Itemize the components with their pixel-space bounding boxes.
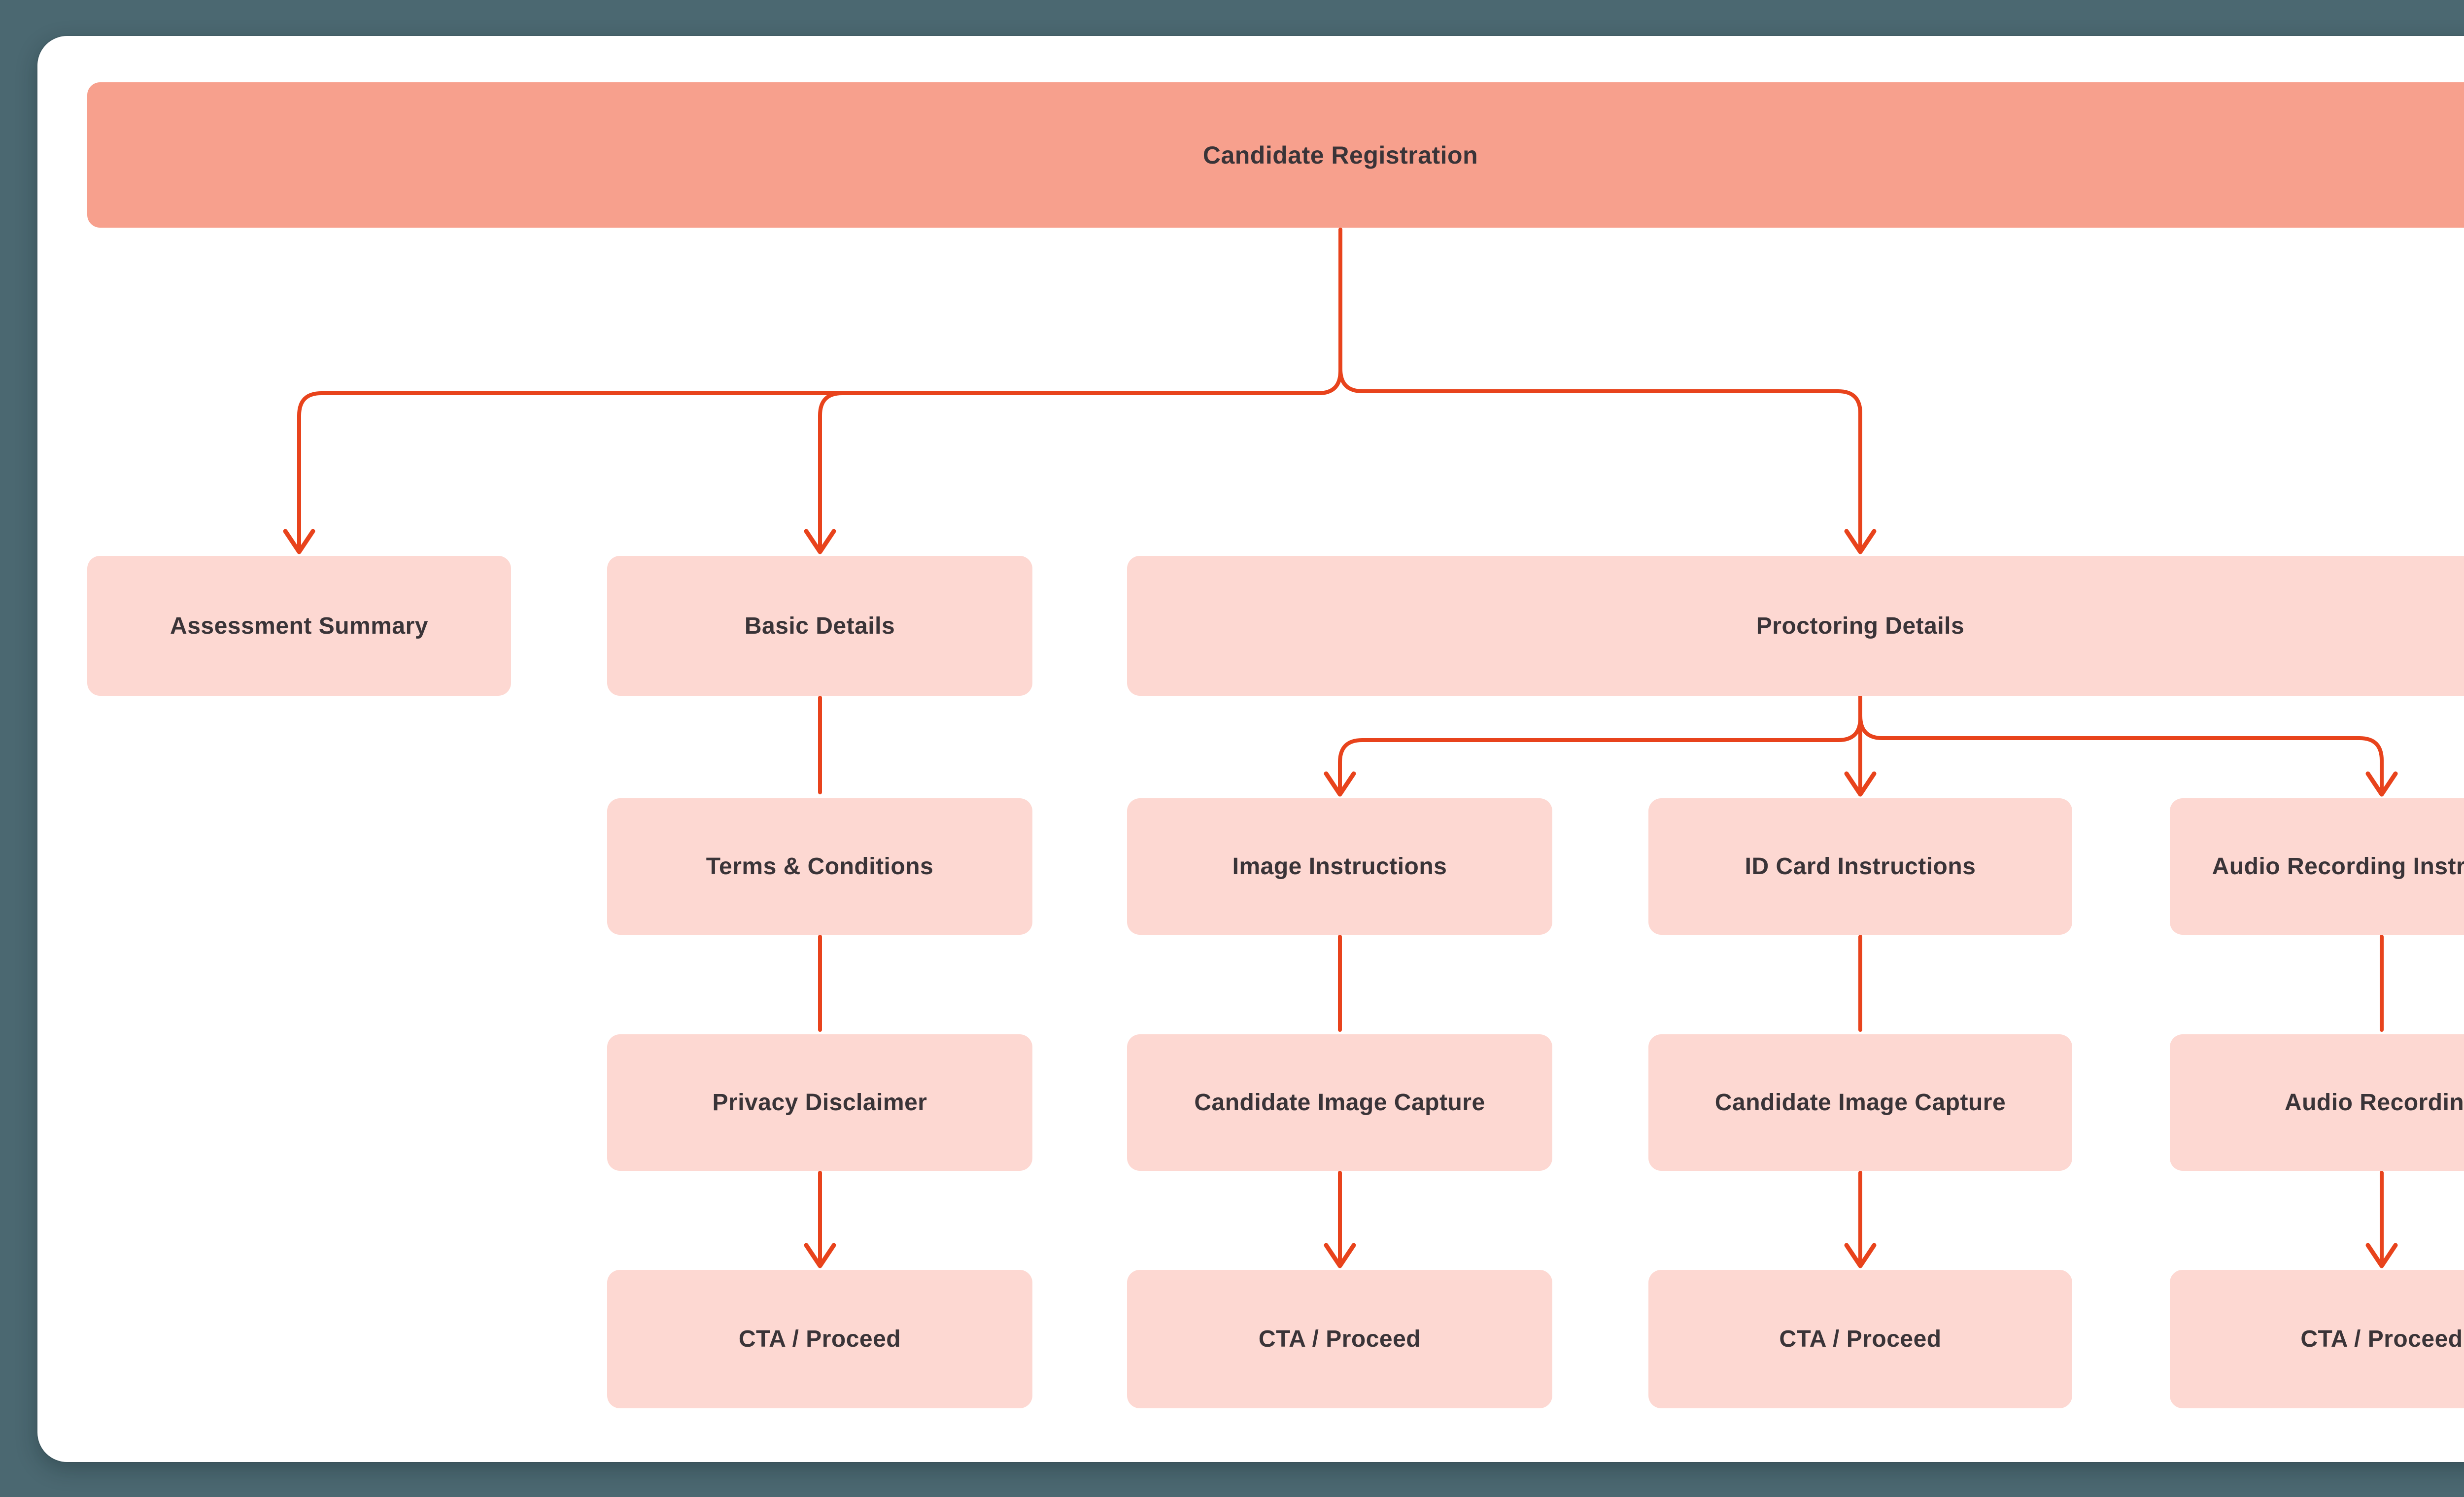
node-label: Candidate Registration	[1202, 141, 1478, 169]
node-candidate-image-capture-2: Candidate Image Capture	[1648, 1034, 2072, 1171]
node-cta-proceed-1: CTA / Proceed	[607, 1270, 1032, 1408]
node-label: CTA / Proceed	[1779, 1326, 1942, 1352]
diagram-card	[37, 36, 2464, 1462]
node-cta-proceed-2: CTA / Proceed	[1127, 1270, 1552, 1408]
node-id-card-instructions: ID Card Instructions	[1648, 798, 2072, 935]
node-cta-proceed-4: CTA / Proceed	[2170, 1270, 2464, 1408]
node-basic-details: Basic Details	[607, 556, 1032, 696]
node-label: Candidate Image Capture	[1194, 1089, 1485, 1116]
node-label: Audio Recording Instructions	[2212, 853, 2464, 880]
node-label: CTA / Proceed	[738, 1326, 901, 1352]
node-image-instructions: Image Instructions	[1127, 798, 1552, 935]
node-assessment-summary: Assessment Summary	[87, 556, 511, 696]
node-label: CTA / Proceed	[2300, 1326, 2463, 1352]
node-audio-recording-instructions: Audio Recording Instructions	[2170, 798, 2464, 935]
node-label: Terms & Conditions	[706, 853, 934, 880]
node-label: CTA / Proceed	[1258, 1326, 1421, 1352]
node-label: Assessment Summary	[170, 612, 428, 639]
node-label: Proctoring Details	[1756, 612, 1965, 639]
node-privacy-disclaimer: Privacy Disclaimer	[607, 1034, 1032, 1171]
node-label: Image Instructions	[1232, 853, 1447, 880]
node-label: Basic Details	[744, 612, 895, 639]
node-label: Audio Recording	[2284, 1089, 2464, 1116]
node-label: Candidate Image Capture	[1714, 1089, 2006, 1116]
node-audio-recording: Audio Recording	[2170, 1034, 2464, 1171]
node-label: Privacy Disclaimer	[712, 1089, 927, 1116]
node-candidate-image-capture-1: Candidate Image Capture	[1127, 1034, 1552, 1171]
node-candidate-registration: Candidate Registration	[87, 82, 2464, 228]
node-terms-conditions: Terms & Conditions	[607, 798, 1032, 935]
node-cta-proceed-3: CTA / Proceed	[1648, 1270, 2072, 1408]
node-proctoring-details: Proctoring Details	[1127, 556, 2464, 696]
node-label: ID Card Instructions	[1745, 853, 1976, 880]
